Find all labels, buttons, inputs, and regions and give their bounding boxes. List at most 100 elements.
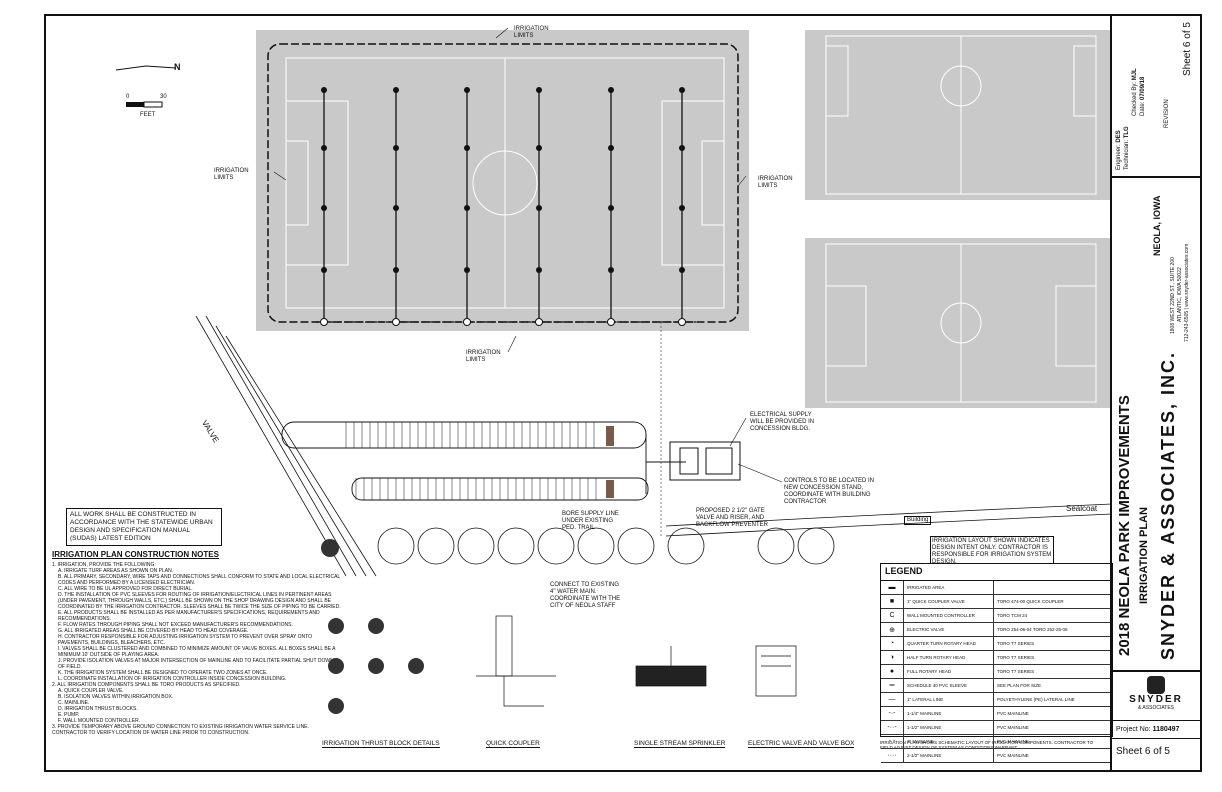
legend-symbol-icon: ···· <box>881 749 904 762</box>
bore-note: BORE SUPPLY LINE UNDER EXISTING PED. TRA… <box>562 511 619 531</box>
legend: LEGEND ▬IRRIGATED AREA■1" QUICK COUPLER … <box>880 563 1113 763</box>
legend-title: LEGEND <box>881 564 1112 581</box>
checked-label: Checked By: MJL <box>1132 68 1139 116</box>
sealcoat-label: Sealcoat <box>1066 504 1098 513</box>
irrigation-limits-label-bottom: IRRIGATION LIMITS <box>466 350 501 363</box>
legend-prod: TORO 474-00 QUICK COUPLER <box>997 599 1064 604</box>
electrical-supply-note: ELECTRICAL SUPPLY WILL BE PROVIDED IN CO… <box>750 412 815 432</box>
legend-desc: WALL MOUNTED CONTROLLER <box>904 609 994 622</box>
note-item: E. ALL PRODUCTS SHALL BE INSTALLED AS PE… <box>58 610 320 622</box>
note-item: B. ISOLATION VALVES WITHIN IRRIGATION BO… <box>58 694 174 700</box>
legend-symbol-icon: - - <box>881 735 904 748</box>
sheet-corner-total: 5 <box>1182 22 1193 28</box>
note-item: F. WALL MOUNTED CONTROLLER. <box>58 718 141 724</box>
trees <box>377 527 835 565</box>
note-item: 1. IRRIGATION, PROVIDE THE FOLLOWING: <box>52 562 156 568</box>
irrigation-limits-label-left: IRRIGATION LIMITS <box>214 168 249 181</box>
firm-name: SNYDER & ASSOCIATES, INC. <box>1158 350 1178 660</box>
sheet-label: Sheet <box>1116 746 1143 757</box>
valves <box>320 318 686 326</box>
project-no-label: Project No: <box>1116 726 1151 733</box>
note-item: C. MAINLINE. <box>58 700 90 706</box>
date-label: Date: 07/09/18 <box>1140 77 1147 116</box>
connect-note: CONNECT TO EXISTING 4" WATER MAIN. COORD… <box>550 582 621 609</box>
legend-symbol-icon: C <box>881 609 904 622</box>
legend-desc: ELECTRIC VALVE <box>904 623 994 636</box>
checked-value: MJL <box>1132 68 1138 81</box>
legend-desc: QUARTER TURN ROTARY HEAD <box>904 637 994 650</box>
sheet-corner-label: Sheet <box>1182 49 1193 76</box>
legend-desc: 1" QUICK COUPLER VALVE <box>904 595 994 608</box>
detail-quick-coupler-title: QUICK COUPLER <box>486 740 540 748</box>
legend-desc: 1-1/4" MAINLINE <box>904 707 994 720</box>
address: 1808 WEST 22ND ST., SUITE 200 <box>1170 257 1176 334</box>
legend-prod: TORO T7 SERIES <box>997 655 1035 660</box>
rotary-heads <box>321 87 685 273</box>
note-item: A. IRRIGATE TURF AREAS AS SHOWN ON PLAN. <box>58 568 174 574</box>
field-2 <box>805 30 1112 200</box>
detail-thrust-block-title: IRRIGATION THRUST BLOCK DETAILS <box>322 740 440 748</box>
sudas-note: ALL WORK SHALL BE CONSTRUCTED IN ACCORDA… <box>66 508 222 546</box>
legend-symbol-icon: — <box>881 693 904 706</box>
technician-value: TLG <box>1124 126 1130 139</box>
legend-desc: SCHEDULE 40 PVC SLEEVE <box>904 679 994 692</box>
legend-symbol-icon: ▬ <box>881 581 904 594</box>
legend-prod: TORO TCM 24 <box>997 613 1028 618</box>
note-item: K. THE IRRIGATION SYSTEM SHALL BE DESIGN… <box>58 670 268 676</box>
title-block: REVISION Engineer: DES Technician: TLG C… <box>1110 16 1200 770</box>
details-drawings <box>328 615 797 714</box>
legend-symbol-icon: -·- <box>881 707 904 720</box>
legend-desc: 1" LATERAL LINE <box>904 693 994 706</box>
technician-label: Technician: TLG <box>1124 126 1131 170</box>
legend-row: ▬IRRIGATED AREA <box>881 581 1112 595</box>
detail-valve-box-title: ELECTRIC VALVE AND VALVE BOX <box>748 740 855 748</box>
irrigated-area-field-1 <box>256 30 749 331</box>
legend-symbol-icon: ● <box>881 665 904 678</box>
engineer-value: DES <box>1116 130 1122 143</box>
north-arrow-label: N <box>174 62 181 72</box>
note-item: J. PROVIDE ISOLATION VALVES AT MAJOR INT… <box>58 658 334 670</box>
building-label: Building <box>904 516 932 525</box>
site-plan <box>115 27 1113 577</box>
construction-notes: IRRIGATION PLAN CONSTRUCTION NOTES 1. IR… <box>52 550 342 736</box>
notes-heading: IRRIGATION PLAN CONSTRUCTION NOTES <box>52 550 219 559</box>
note-item: B. ALL PRIMARY, SECONDARY, WIRE TAPS AND… <box>58 574 341 586</box>
sheet-of: of <box>1153 746 1162 757</box>
engineer-label-text: Engineer: <box>1116 144 1122 170</box>
technician-label-text: Technician: <box>1124 139 1130 170</box>
note-item: D. IRRIGATION THRUST BLOCKS. <box>58 706 138 712</box>
note-item: 3. PROVIDE TEMPORARY ABOVE GROUND CONNEC… <box>52 724 309 736</box>
sheet-corner: Sheet 6 of 5 <box>1182 22 1193 76</box>
legend-desc: IRRIGATED AREA <box>904 581 994 594</box>
legend-desc: 2-1/2" MAINLINE <box>904 749 994 762</box>
legend-symbol-icon: ⊕ <box>881 623 904 636</box>
note-item: D. THE INSTALLATION OF PVC SLEEVES FOR R… <box>58 592 341 610</box>
project-no: Project No: 1180497 <box>1112 720 1200 738</box>
irrigation-limits-label-right: IRRIGATION LIMITS <box>758 176 793 189</box>
city-label: NEOLA, IOWA <box>1152 195 1162 257</box>
logo-mark-icon <box>1147 676 1165 694</box>
legend-prod: PVC MAINLINE <box>997 711 1029 716</box>
irrigation-limits-label-top: IRRIGATION LIMITS <box>514 26 549 39</box>
logo: SNYDER & ASSOCIATES <box>1112 670 1200 718</box>
sheet-corner-of: of <box>1182 30 1193 39</box>
legend-prod: TORO T7 SERIES <box>997 669 1035 674</box>
detail-sprinkler-title: SINGLE STREAM SPRINKLER <box>634 740 726 748</box>
legend-prod: PVC MAINLINE <box>997 753 1029 758</box>
legend-symbol-icon: ═ <box>881 679 904 692</box>
revision-block: REVISION Engineer: DES Technician: TLG C… <box>1112 16 1200 178</box>
note-item: F. FLOW RATES THROUGH PIPING SHALL NOT E… <box>58 622 293 628</box>
note-item: C. ALL WIRE TO BE UL APPROVED FOR DIRECT… <box>58 586 193 592</box>
engineer-label: Engineer: DES <box>1116 130 1123 170</box>
legend-symbol-icon: ◔ <box>881 637 904 650</box>
legend-symbol-icon: ■ <box>881 595 904 608</box>
note-item: L. COORDINATE INSTALLATION OF IRRIGATION… <box>58 676 287 682</box>
